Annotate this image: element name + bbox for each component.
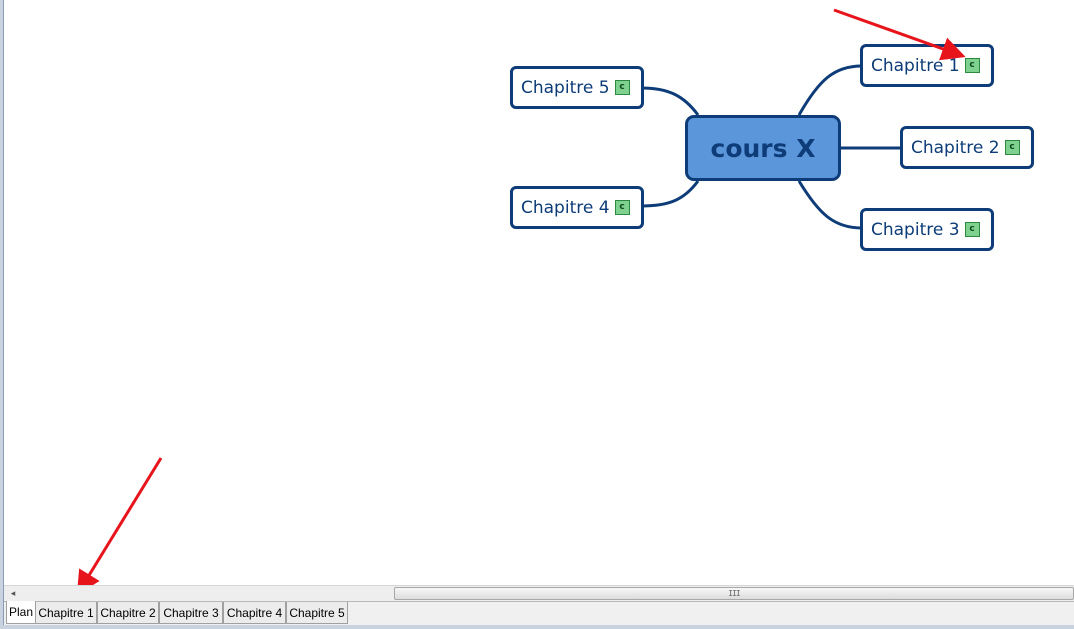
tab-chapitre-4[interactable]: Chapitre 4 bbox=[223, 602, 286, 624]
tab-chapitre-1[interactable]: Chapitre 1 bbox=[35, 602, 97, 624]
chapter-link-icon[interactable]: c bbox=[614, 200, 630, 215]
chapter-link-icon[interactable]: c bbox=[614, 80, 630, 95]
tab-plan[interactable]: Plan bbox=[6, 601, 36, 624]
mindmap-canvas[interactable]: cours X Chapitre 1 c Chapitre 2 c Chapit… bbox=[4, 0, 1074, 585]
tab-chapitre-3[interactable]: Chapitre 3 bbox=[159, 602, 223, 624]
sheet-tab-bar: Plan Chapitre 1 Chapitre 2 Chapitre 3 Ch… bbox=[4, 601, 1074, 625]
topic-label: Chapitre 1 bbox=[871, 55, 960, 76]
chapter-link-icon[interactable]: c bbox=[964, 222, 980, 237]
window-left-border bbox=[0, 0, 4, 629]
central-topic-label: cours X bbox=[710, 133, 816, 163]
horizontal-scrollbar[interactable]: ◂ III bbox=[4, 585, 1074, 601]
topic-label: Chapitre 4 bbox=[521, 197, 610, 218]
chapter-link-icon[interactable]: c bbox=[1004, 140, 1020, 155]
connector-lines bbox=[640, 64, 903, 230]
connector-chapitre-5 bbox=[640, 86, 700, 116]
connector-chapitre-3 bbox=[797, 180, 863, 230]
connector-chapitre-1 bbox=[797, 64, 863, 116]
connector-chapitre-4 bbox=[640, 180, 700, 208]
topic-chapitre-2[interactable]: Chapitre 2 c bbox=[900, 126, 1034, 169]
tab-chapitre-2[interactable]: Chapitre 2 bbox=[97, 602, 159, 624]
topic-label: Chapitre 5 bbox=[521, 77, 610, 98]
scroll-left-arrow-icon[interactable]: ◂ bbox=[10, 588, 16, 599]
topic-chapitre-4[interactable]: Chapitre 4 c bbox=[510, 186, 644, 229]
topic-chapitre-5[interactable]: Chapitre 5 c bbox=[510, 66, 644, 109]
topic-label: Chapitre 2 bbox=[911, 137, 1000, 158]
chapter-link-icon[interactable]: c bbox=[964, 58, 980, 73]
tab-chapitre-5[interactable]: Chapitre 5 bbox=[286, 602, 348, 624]
window-bottom-border bbox=[0, 625, 1074, 629]
scrollbar-grip-icon: III bbox=[728, 589, 740, 598]
scrollbar-thumb[interactable]: III bbox=[394, 587, 1074, 600]
topic-chapitre-1[interactable]: Chapitre 1 c bbox=[860, 44, 994, 87]
topic-chapitre-3[interactable]: Chapitre 3 c bbox=[860, 208, 994, 251]
topic-label: Chapitre 3 bbox=[871, 219, 960, 240]
central-topic[interactable]: cours X bbox=[685, 115, 841, 181]
